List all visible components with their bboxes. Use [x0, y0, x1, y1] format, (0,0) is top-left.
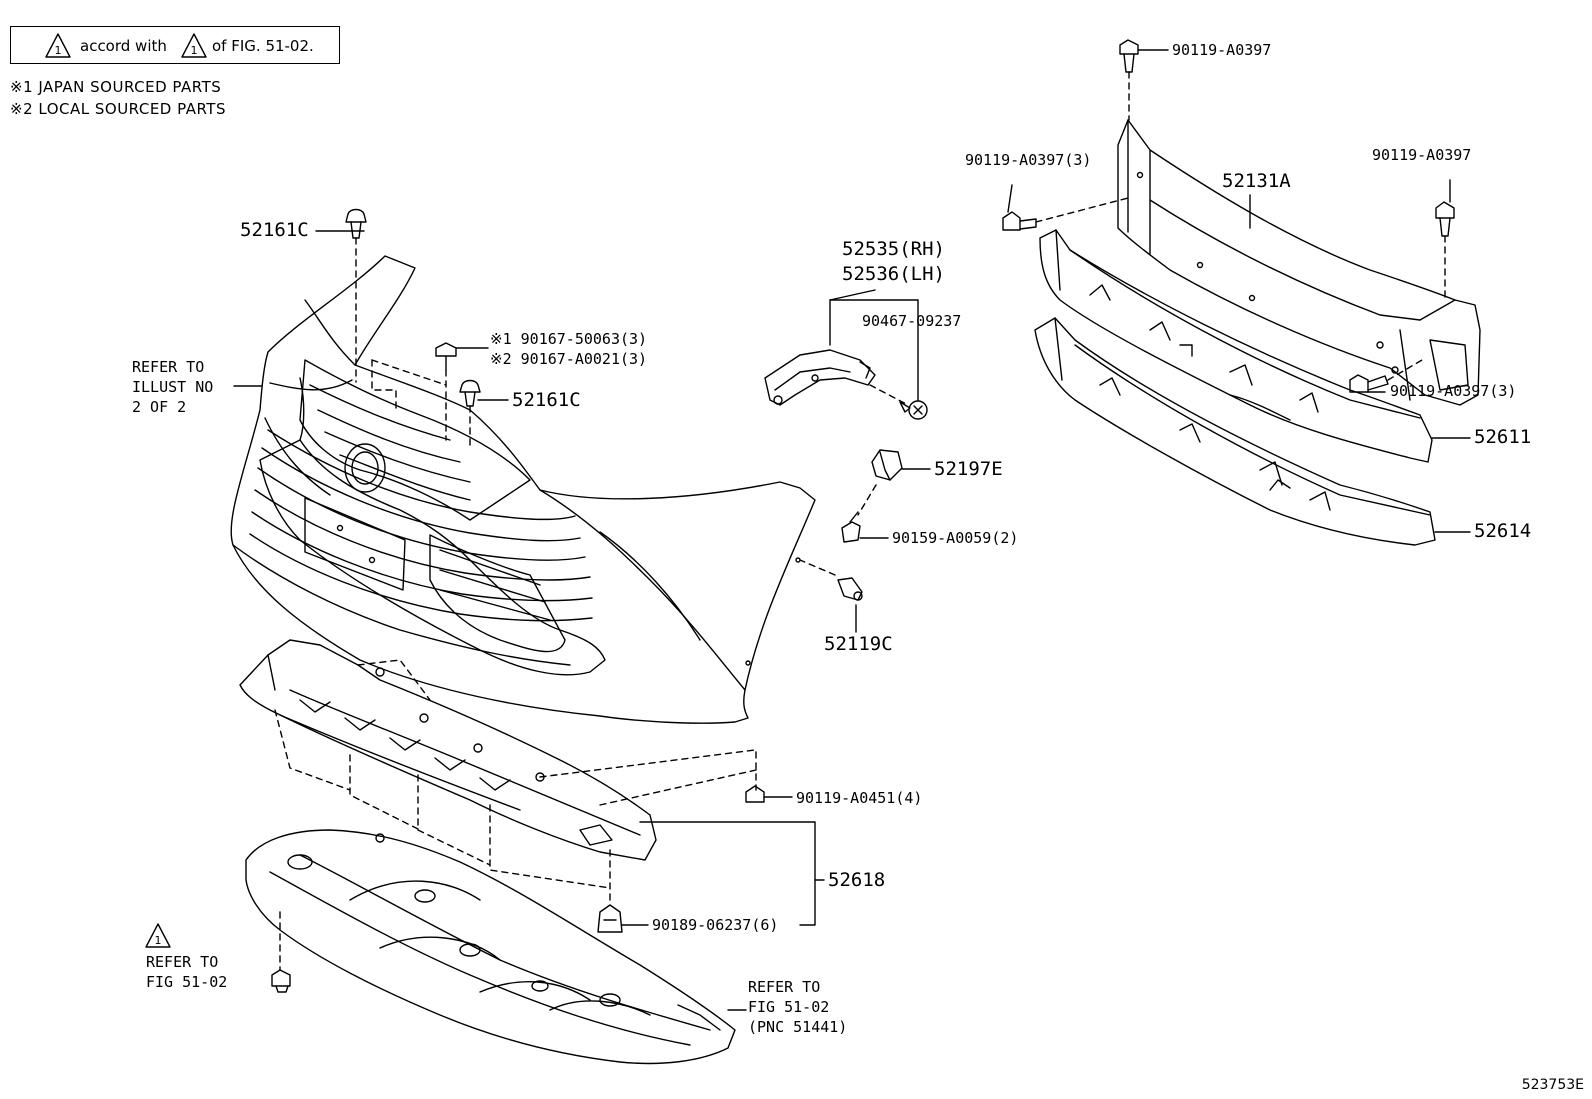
fastener-52161c-top-drawing	[345, 208, 367, 383]
screw-90159-drawing	[841, 511, 861, 543]
ref-illust-line3: 2 OF 2	[132, 398, 187, 416]
part-52536-lh: 52536(LH)	[842, 263, 945, 285]
legend-box	[10, 26, 340, 64]
bolt-90119-top-drawing	[1119, 39, 1139, 121]
clip-90189-drawing	[597, 904, 623, 933]
ref-illust-line2: ILLUST NO	[132, 378, 214, 396]
part-52611: 52611	[1474, 426, 1532, 448]
ref-fig-right-line1: REFER TO	[748, 978, 821, 996]
part-90119-right: 90119-A0397	[1372, 146, 1472, 164]
part-52119c: 52119C	[824, 633, 893, 655]
legend-warning-mark-1: 1	[55, 44, 62, 57]
part-52131a: 52131A	[1222, 170, 1291, 192]
part-90167-japan: ※1 90167-50063(3)	[490, 330, 648, 348]
part-90119-bottom: 90119-A0397(3)	[1390, 382, 1517, 400]
clip-52119c-drawing	[837, 577, 863, 601]
illustration-id: 523753E	[1521, 1077, 1584, 1093]
legend-accord-suffix: of FIG. 51-02.	[212, 37, 314, 55]
ref-fig-right-line2: FIG 51-02	[748, 998, 830, 1016]
bolt-90119-right-drawing	[1435, 201, 1455, 301]
bolt-90119-a0451-drawing	[745, 785, 793, 803]
part-90119-left: 90119-A0397(3)	[965, 151, 1092, 169]
bracket-52535-drawing	[764, 349, 876, 406]
part-90159: 90159-A0059(2)	[892, 529, 1019, 547]
part-52161c-mid: 52161C	[512, 389, 581, 411]
engine-under-cover-drawing	[245, 829, 736, 1065]
fastener-52161c-mid-drawing	[459, 379, 481, 447]
part-52535-rh: 52535(RH)	[842, 238, 945, 260]
bumper-cover-drawing	[230, 255, 816, 724]
ref-fig-left-line2: FIG 51-02	[146, 973, 228, 991]
part-90119-a0451: 90119-A0451(4)	[796, 789, 923, 807]
part-52161c-top: 52161C	[240, 219, 309, 241]
note-local-sourced: ※2 LOCAL SOURCED PARTS	[10, 100, 226, 118]
legend-accord-prefix: accord with	[80, 37, 167, 55]
part-90119-top: 90119-A0397	[1172, 41, 1272, 59]
bolt-90119-bottom-drawing	[1349, 374, 1389, 393]
part-90467: 90467-09237	[862, 312, 962, 330]
absorber-52614-drawing	[1034, 317, 1436, 546]
ref-fig-right-line3: (PNC 51441)	[748, 1018, 848, 1036]
ref-fig-left-line1: REFER TO	[146, 953, 219, 971]
part-52614: 52614	[1474, 520, 1532, 542]
bolt-90119-left-drawing	[1002, 211, 1037, 231]
bolt-under-cover-drawing	[271, 969, 291, 993]
legend-warning-mark-2: 1	[191, 44, 198, 57]
deflector-52618-drawing	[239, 639, 657, 861]
part-52197e: 52197E	[934, 458, 1003, 480]
screw-90467-drawing	[899, 400, 928, 420]
ref-warning-mark: 1	[155, 934, 162, 947]
ref-illust-line1: REFER TO	[132, 358, 205, 376]
part-90189: 90189-06237(6)	[652, 916, 779, 934]
part-52618: 52618	[828, 869, 886, 891]
absorber-52611-drawing	[1039, 229, 1433, 463]
reinforcement-52131a-drawing	[1117, 119, 1481, 406]
fastener-90167-drawing	[435, 342, 457, 441]
note-japan-sourced: ※1 JAPAN SOURCED PARTS	[10, 78, 222, 96]
part-90167-local: ※2 90167-A0021(3)	[490, 350, 648, 368]
clip-52197e-drawing	[871, 449, 903, 481]
